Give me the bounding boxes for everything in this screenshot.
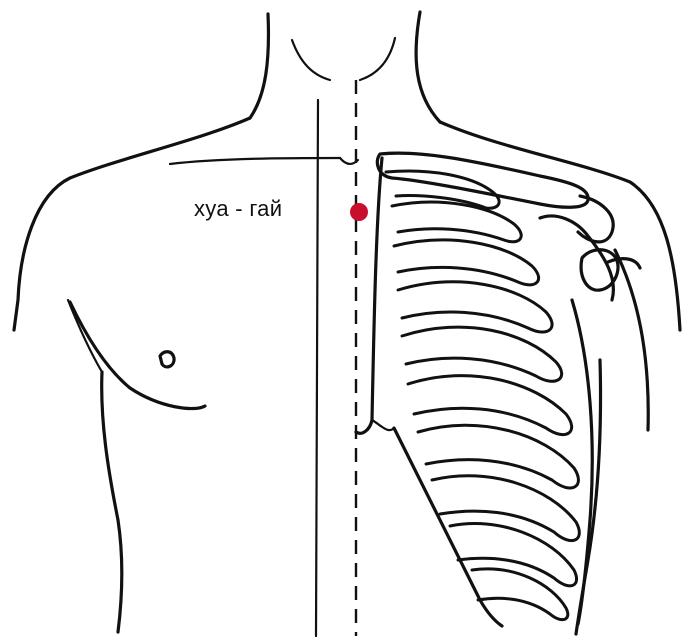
neck-inner-right [360,38,395,80]
rib-cage [386,171,579,620]
acupoint-label: хуа - гай [194,196,282,222]
right-torso-lower [576,360,601,634]
left-torso-side [102,372,122,632]
rib-5 [402,327,562,381]
left-pectoral [70,302,205,409]
neck-left-line [250,14,268,118]
humeral-head [581,250,618,290]
scapula-edge [540,216,613,300]
right-shoulder-joint [578,196,613,242]
xiphoid [372,420,394,430]
neck-right-line [416,12,440,122]
acupoint-marker [350,203,368,221]
right-clavicle [377,153,588,207]
sternum-body [356,158,382,433]
nipple-mark [160,352,174,367]
left-shoulder-outline [14,118,250,330]
midline-solid [316,100,318,636]
right-torso-side [615,250,648,430]
left-clavicle [170,158,340,164]
rib-2 [392,202,521,242]
costal-margin [394,428,502,626]
rib-3 [394,240,539,285]
right-shoulder-outline [440,122,680,330]
rib-4 [398,282,552,332]
neck-inner-left [292,40,330,80]
